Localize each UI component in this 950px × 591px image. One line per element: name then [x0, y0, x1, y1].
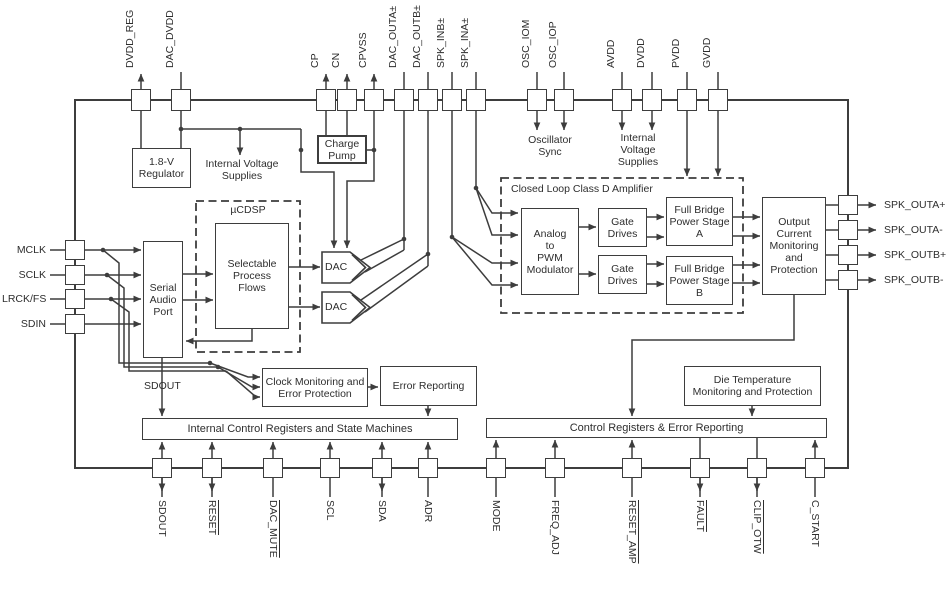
- pin-box-sdin: [65, 314, 85, 334]
- ucdsp-group-box: [195, 200, 301, 353]
- output-current-monitoring-block: Output Current Monitoring and Protection: [762, 197, 826, 295]
- pin-box-spk-outb: [838, 245, 858, 265]
- oscillator-sync-note: Oscillator Sync: [528, 134, 572, 158]
- full-bridge-a-block: Full Bridge Power Stage A: [666, 197, 733, 246]
- pin-label-sclk: SCLK: [18, 269, 46, 281]
- pin-box-adr: [418, 458, 438, 478]
- pin-box-cpvss: [364, 89, 384, 111]
- pin-label-osc-iop: OSC_IOP: [547, 21, 559, 68]
- pin-box-gvdd: [708, 89, 728, 111]
- pin-label-sdout: SDOUT: [156, 500, 168, 537]
- pin-box-c-start: [805, 458, 825, 478]
- pin-box-cn: [337, 89, 357, 111]
- pin-box-spk-ina: [466, 89, 486, 111]
- internal-voltage-supplies-right-note: Internal Voltage Supplies: [617, 132, 659, 168]
- pin-label-sdin: SDIN: [20, 318, 46, 330]
- connection-lines: [50, 72, 838, 497]
- pin-box-osc-iop: [554, 89, 574, 111]
- full-bridge-b-block: Full Bridge Power Stage B: [666, 256, 733, 305]
- pin-label-spk-outa: SPK_OUTA-: [884, 224, 943, 236]
- regulator-block: 1.8-V Regulator: [132, 148, 191, 188]
- pin-box-reset: [202, 458, 222, 478]
- pin-label-spk-ina: SPK_INA±: [459, 17, 471, 68]
- selectable-process-flows-block: Selectable Process Flows: [215, 223, 289, 329]
- pin-label-dac-outb: DAC_OUTB±: [411, 5, 423, 68]
- pin-label-adr: ADR: [422, 500, 434, 523]
- pin-label-spk-outb: SPK_OUTB-: [884, 274, 944, 286]
- pin-box-clip-otw: [747, 458, 767, 478]
- pin-box-sclk: [65, 265, 85, 285]
- pin-box-scl: [320, 458, 340, 478]
- pin-label-cpvss: CPVSS: [357, 32, 369, 68]
- error-reporting-block: Error Reporting: [380, 366, 477, 406]
- pin-box-dac-outb: [418, 89, 438, 111]
- junction-dots: [100, 126, 479, 370]
- pin-box-cp: [316, 89, 336, 111]
- pin-label-lrck-fs: LRCK/FS: [2, 293, 47, 305]
- pin-label-osc-iom: OSC_IOM: [520, 19, 532, 68]
- pin-box-reset-amp: [622, 458, 642, 478]
- dac-a-label: DAC: [325, 261, 348, 273]
- serial-audio-port-block: Serial Audio Port: [143, 241, 183, 358]
- pin-box-mclk: [65, 240, 85, 260]
- pin-box-osc-iom: [527, 89, 547, 111]
- internal-control-registers-bar: Internal Control Registers and State Mac…: [142, 418, 458, 440]
- pin-label-dac-dvdd: DAC_DVDD: [164, 10, 176, 68]
- pin-box-sdout: [152, 458, 172, 478]
- pin-label-c-start: C_START: [809, 500, 821, 547]
- pin-label-mclk: MCLK: [16, 244, 46, 256]
- pin-box-spk-inb: [442, 89, 462, 111]
- pin-box-spk-outb: [838, 270, 858, 290]
- pwm-modulator-block: Analog to PWM Modulator: [521, 208, 579, 295]
- gate-drives-b-block: Gate Drives: [598, 255, 647, 294]
- pin-label-avdd: AVDD: [605, 39, 617, 68]
- pin-label-scl: SCL: [324, 500, 336, 521]
- class-d-group-label: Closed Loop Class D Amplifier: [511, 183, 653, 195]
- sdout-net-label: SDOUT: [144, 380, 181, 392]
- pin-label-cn: CN: [330, 52, 342, 68]
- arrow-lines: [85, 73, 877, 492]
- internal-voltage-supplies-left-note: Internal Voltage Supplies: [205, 158, 279, 182]
- pin-box-spk-outa: [838, 220, 858, 240]
- dac-b-label: DAC: [325, 301, 348, 313]
- pin-box-lrck-fs: [65, 289, 85, 309]
- charge-pump-block: Charge Pump: [317, 135, 367, 164]
- control-registers-bar: Control Registers & Error Reporting: [486, 418, 827, 438]
- pin-label-dac-outa: DAC_OUTA±: [387, 5, 399, 68]
- gate-drives-a-block: Gate Drives: [598, 208, 647, 247]
- pin-box-sda: [372, 458, 392, 478]
- pin-label-spk-outa: SPK_OUTA+: [884, 199, 946, 211]
- pin-label-reset-amp: RESET_AMP: [626, 500, 638, 564]
- die-temperature-block: Die Temperature Monitoring and Protectio…: [684, 366, 821, 406]
- pin-box-spk-outa: [838, 195, 858, 215]
- pin-label-dvdd-reg: DVDD_REG: [124, 9, 136, 68]
- pin-label-reset: RESET: [206, 500, 218, 536]
- pin-box-freq-adj: [545, 458, 565, 478]
- ucdsp-group-label: µCDSP: [230, 204, 266, 216]
- pin-box-dac-dvdd: [171, 89, 191, 111]
- pin-box-dac-outa: [394, 89, 414, 111]
- pin-label-dvdd: DVDD: [635, 38, 647, 68]
- pin-box-dvdd: [642, 89, 662, 111]
- pin-label-spk-outb: SPK_OUTB+: [884, 249, 947, 261]
- pin-label-dac-mute: DAC_MUTE: [267, 500, 279, 558]
- pin-label-sda: SDA: [376, 500, 388, 522]
- pin-box-pvdd: [677, 89, 697, 111]
- pin-box-mode: [486, 458, 506, 478]
- pin-box-dvdd-reg: [131, 89, 151, 111]
- dac-symbols: [321, 251, 372, 324]
- pin-box-avdd: [612, 89, 632, 111]
- pin-label-pvdd: PVDD: [670, 38, 682, 68]
- pin-box-fault: [690, 458, 710, 478]
- pin-label-mode: MODE: [490, 500, 502, 532]
- pin-box-dac-mute: [263, 458, 283, 478]
- pin-label-clip-otw: CLIP_OTW: [751, 500, 763, 554]
- pin-label-cp: CP: [309, 53, 321, 68]
- pin-label-spk-inb: SPK_INB±: [435, 17, 447, 68]
- pin-label-gvdd: GVDD: [701, 37, 713, 68]
- pin-label-fault: FAULT: [694, 500, 706, 532]
- clock-monitoring-block: Clock Monitoring and Error Protection: [262, 368, 368, 407]
- pin-label-freq-adj: FREQ_ADJ: [549, 500, 561, 555]
